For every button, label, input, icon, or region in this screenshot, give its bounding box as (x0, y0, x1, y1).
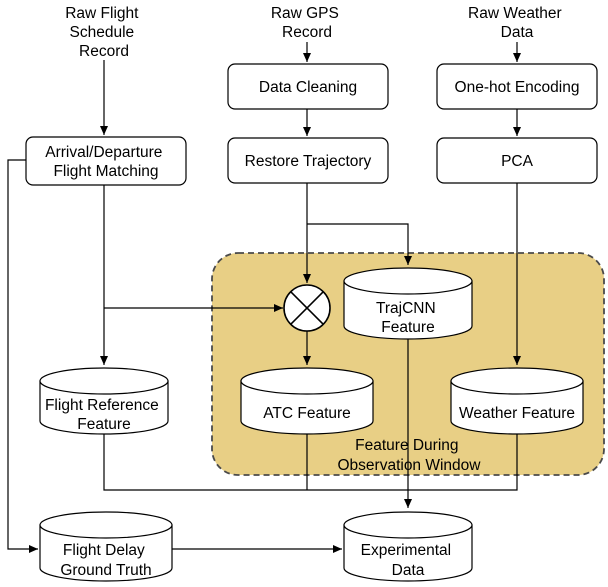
weather-feature-store: Weather Feature (450, 367, 584, 435)
flight-reference-feature-label: Flight Reference Feature (45, 397, 163, 433)
restore-trajectory-label: Restore Trajectory (245, 153, 372, 170)
trajcnn-feature-label: TrajCNN Feature (376, 300, 440, 336)
pca-box: PCA (436, 137, 598, 184)
flight-delay-ground-truth-label: Flight Delay Ground Truth (60, 542, 151, 579)
experimental-data-store: Experimental Data (343, 511, 473, 582)
restore-trajectory-box: Restore Trajectory (227, 137, 389, 184)
source-raw-gps: Raw GPS Record (271, 5, 343, 41)
flight-delay-ground-truth-store: Flight Delay Ground Truth (39, 511, 173, 582)
weather-feature-label: Weather Feature (459, 405, 575, 422)
arrival-departure-box: Arrival/Departure Flight Matching (25, 136, 187, 186)
one-hot-encoding-box: One-hot Encoding (436, 63, 598, 110)
experimental-data-label: Experimental Data (361, 542, 456, 579)
flight-reference-feature-store: Flight Reference Feature (39, 367, 169, 435)
edge-matching-to-delay (7, 159, 38, 553)
atc-feature-label: ATC Feature (263, 405, 351, 422)
data-cleaning-label: Data Cleaning (259, 79, 357, 96)
observation-window-label: Feature During Observation Window (337, 437, 481, 474)
edge-features-to-experimental (103, 432, 518, 491)
source-raw-flight: Raw Flight Schedule Record (65, 5, 143, 60)
atc-feature-store: ATC Feature (240, 367, 374, 435)
data-cleaning-box: Data Cleaning (227, 63, 389, 110)
source-raw-weather: Raw Weather Data (468, 5, 566, 41)
merge-multiply-node (283, 284, 331, 332)
arrival-departure-label: Arrival/Departure Flight Matching (45, 144, 166, 180)
pca-label: PCA (501, 153, 534, 170)
trajcnn-feature-store: TrajCNN Feature (343, 267, 473, 340)
edge-restore-to-trajcnn (307, 223, 412, 265)
one-hot-encoding-label: One-hot Encoding (455, 79, 580, 96)
